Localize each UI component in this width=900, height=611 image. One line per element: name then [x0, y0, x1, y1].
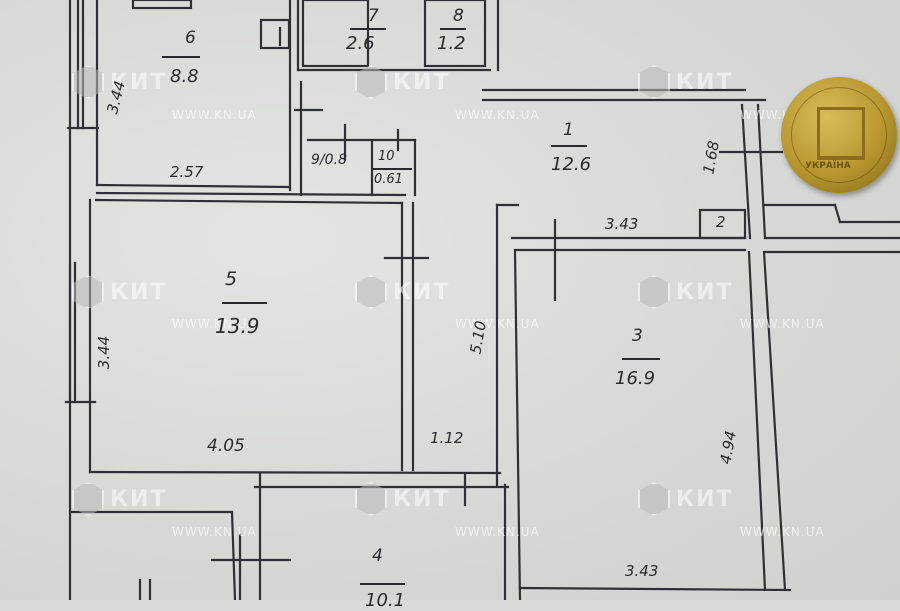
- room-6-area: 8.8: [170, 66, 199, 87]
- fraction-line: [360, 583, 405, 585]
- room-10-area: 0.61: [374, 172, 403, 187]
- fraction-line: [350, 28, 386, 30]
- room-1-number: 1: [563, 120, 574, 140]
- fraction-line: [440, 28, 466, 30]
- room-3-area: 16.9: [615, 368, 656, 389]
- room-8-number: 8: [453, 6, 464, 26]
- room-6-width-dimension: 2.57: [170, 163, 204, 181]
- fraction-line: [372, 168, 412, 170]
- fraction-line: [222, 302, 267, 304]
- room-5-height-dimension: 3.44: [95, 335, 114, 370]
- room-5-area: 13.9: [215, 314, 260, 338]
- room-7-area: 2.6: [346, 33, 375, 54]
- fraction-line: [622, 358, 660, 360]
- room-5-width-dimension: 4.05: [207, 436, 245, 456]
- room-10-number: 10: [378, 149, 395, 164]
- corridor-width-dimension: 1.12: [430, 429, 464, 447]
- room-2-number: 2: [716, 213, 726, 231]
- trident-emblem-icon: [817, 107, 865, 160]
- room-3-width-dimension: 3.43: [625, 562, 659, 580]
- fraction-line: [162, 56, 200, 58]
- coin-inscription: УКРАЇНА: [805, 161, 851, 171]
- coin-scale-reference: УКРАЇНА: [781, 77, 897, 193]
- room-9-label: 9/0.8: [311, 152, 347, 168]
- room-1-area: 12.6: [551, 154, 592, 175]
- room-6-number: 6: [185, 28, 196, 48]
- room-1-width-dimension: 3.43: [605, 215, 639, 233]
- fraction-line: [551, 145, 587, 147]
- room-8-area: 1.2: [437, 33, 466, 54]
- room-5-number: 5: [225, 268, 238, 290]
- room-7-number: 7: [368, 6, 379, 26]
- room-4-area: 10.1: [365, 590, 406, 611]
- room-3-number: 3: [632, 326, 643, 346]
- coin-rim: [791, 87, 887, 183]
- room-4-number: 4: [372, 546, 383, 566]
